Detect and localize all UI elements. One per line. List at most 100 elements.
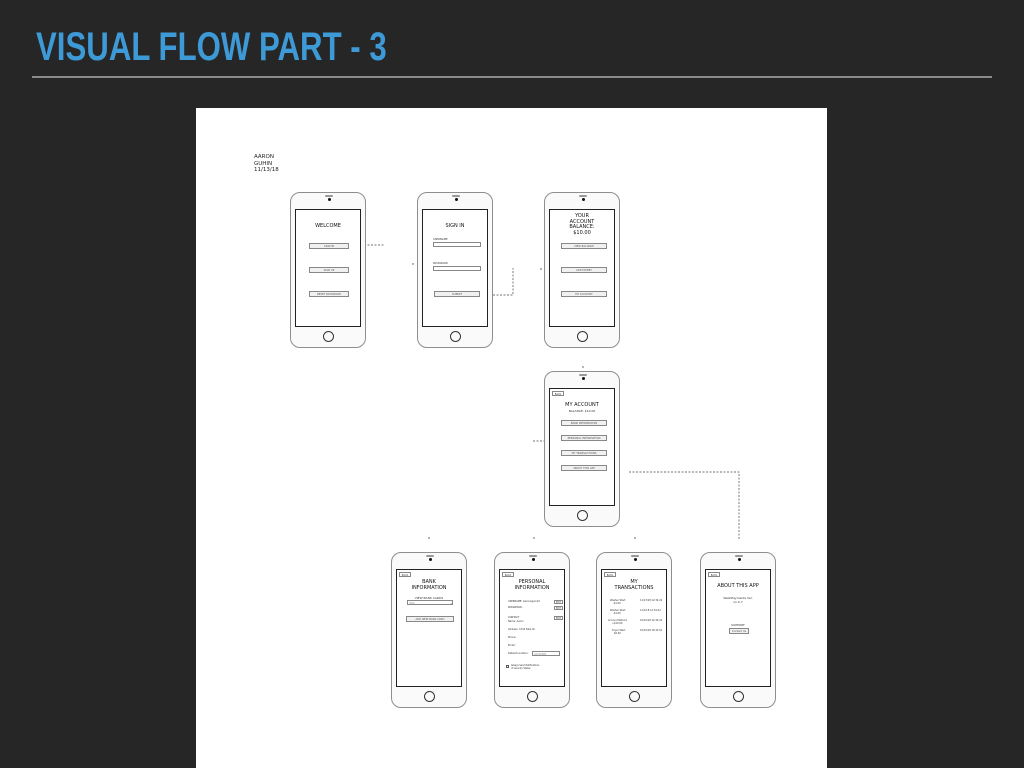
personal-information-button[interactable]: PERSONAL INFORMATION	[561, 435, 607, 441]
balance-title-line-2: ACCOUNT	[569, 218, 595, 225]
transaction-type: Washer Start	[610, 609, 626, 612]
password-value: PASSWORD:	[508, 606, 523, 609]
home-button	[323, 331, 334, 342]
connector-dot	[634, 537, 636, 539]
balance-screen: YOUR ACCOUNT BALANCE: $10.00 VIEW BALANC…	[549, 209, 615, 327]
phone-camera	[582, 198, 585, 201]
my-account-screen: BACK MY ACCOUNT BALANCE: $10.00 BANK INF…	[549, 388, 615, 506]
phone-sign-in: SIGN IN USERNAME PASSWORD SUBMIT	[417, 192, 493, 348]
add-money-button[interactable]: ADD MONEY	[561, 267, 607, 273]
title-divider	[32, 76, 992, 78]
name-value: Name: Aaron	[508, 620, 524, 623]
home-button	[577, 331, 588, 342]
username-value: USERNAME: AaronAguin22	[508, 600, 540, 603]
back-button[interactable]: BACK	[502, 572, 514, 577]
home-button	[450, 331, 461, 342]
phone-my-account: BACK MY ACCOUNT BALANCE: $10.00 BANK INF…	[544, 371, 620, 527]
transaction-type: Washer Start	[610, 599, 626, 602]
notifications-checkbox[interactable]	[506, 665, 509, 668]
transactions-title-line-1: MY	[630, 579, 638, 585]
home-button	[577, 510, 588, 521]
contact-label: CONTACT	[508, 616, 520, 619]
about-title: ABOUT THIS APP	[717, 583, 759, 589]
app-version-name: WashPayments Ver.	[723, 596, 753, 600]
phone-speaker	[631, 555, 639, 557]
transaction-type: Account Refund	[608, 619, 627, 622]
reset-password-button[interactable]: RESET PASSWORD	[309, 291, 349, 297]
username-label: USERNAME	[433, 238, 448, 241]
my-transactions-button[interactable]: MY TRANSACTIONS	[561, 450, 607, 456]
my-account-button[interactable]: MY ACCOUNT	[561, 291, 607, 297]
view-balance-button[interactable]: VIEW BALANCE	[561, 243, 607, 249]
phone-speaker	[452, 195, 460, 197]
edit-password-button[interactable]: EDIT	[554, 605, 563, 610]
address-value: Address: 1234 Fake St.	[508, 628, 536, 631]
bank-card-select[interactable]: VISA	[407, 600, 453, 605]
edit-username-button[interactable]: EDIT	[554, 599, 563, 604]
connector-about	[629, 471, 740, 540]
personal-title-line-2: INFORMATION	[514, 584, 550, 591]
submit-button[interactable]: SUBMIT	[434, 291, 480, 297]
about-this-app-screen: BACK ABOUT THIS APP WashPayments Ver. v1…	[705, 569, 771, 687]
transaction-date: 11/13/18 12:34:22	[640, 599, 663, 602]
phone-camera	[429, 558, 432, 561]
phone-camera	[738, 558, 741, 561]
sign-in-screen: SIGN IN USERNAME PASSWORD SUBMIT	[422, 209, 488, 327]
welcome-screen: WELCOME SIGN IN SIGN UP RESET PASSWORD	[295, 209, 361, 327]
phone-my-transactions: BACK MY TRANSACTIONS Washer Start -$1.00…	[596, 552, 672, 708]
phone-about-this-app: BACK ABOUT THIS APP WashPayments Ver. v1…	[700, 552, 776, 708]
username-input[interactable]	[433, 242, 481, 247]
account-balance-subtitle: BALANCE: $10.00	[568, 409, 596, 413]
phone-welcome: WELCOME SIGN IN SIGN UP RESET PASSWORD	[290, 192, 366, 348]
slide-title: VISUAL FLOW PART - 3	[36, 25, 387, 69]
my-account-title: MY ACCOUNT	[565, 402, 599, 408]
transaction-date: 10/10/18 12:34:22	[640, 619, 663, 622]
home-button	[424, 691, 435, 702]
phone-value: Phone:	[508, 636, 517, 639]
balance-title-line-3: BALANCE:	[569, 224, 595, 230]
phone-speaker	[579, 195, 587, 197]
home-button	[733, 691, 744, 702]
back-button[interactable]: BACK	[708, 572, 720, 577]
password-input[interactable]	[433, 266, 481, 271]
add-new-bank-card-button[interactable]: ADD NEW BANK CARD	[406, 616, 454, 622]
about-this-app-button[interactable]: ABOUT THIS APP	[561, 465, 607, 471]
bank-title-line-2: INFORMATION	[411, 584, 447, 591]
location-select[interactable]: LOCATION	[532, 650, 560, 656]
sign-in-button[interactable]: SIGN IN	[309, 243, 349, 249]
transaction-amount: -$1.00	[613, 602, 621, 605]
balance-title-line-1: YOUR	[575, 213, 589, 219]
view-bank-cards-label: VIEW BANK CARDS	[414, 596, 444, 600]
phone-speaker	[579, 374, 587, 376]
connector-dot	[540, 268, 542, 270]
back-button[interactable]: BACK	[399, 572, 411, 577]
back-button[interactable]: BACK	[552, 391, 564, 396]
home-button	[527, 691, 538, 702]
transaction-date: 11/1/18 12:34:22	[640, 609, 661, 612]
chevron-down-icon: ⌄	[450, 600, 453, 605]
phone-camera	[455, 198, 458, 201]
transaction-amount: $0.00	[614, 632, 621, 635]
support-label: SUPPORT	[731, 623, 745, 627]
phone-bank-information: BACK BANK INFORMATION VIEW BANK CARDS VI…	[391, 552, 467, 708]
contact-us-button[interactable]: Contact Us	[729, 628, 749, 634]
notifications-label-line-2: of Laundry Status	[511, 667, 531, 670]
my-transactions-screen: BACK MY TRANSACTIONS Washer Start -$1.00…	[601, 569, 667, 687]
phone-speaker	[426, 555, 434, 557]
wireframe-canvas: AARON GUHIN 11/13/18 WELCOME SIGN IN SIG…	[196, 108, 827, 768]
phone-balance: YOUR ACCOUNT BALANCE: $10.00 VIEW BALANC…	[544, 192, 620, 348]
bank-information-button[interactable]: BANK INFORMATION	[561, 420, 607, 426]
connector-dot	[582, 366, 584, 368]
phone-personal-information: BACK PERSONAL INFORMATION USERNAME: Aaro…	[494, 552, 570, 708]
sign-up-button[interactable]: SIGN UP	[309, 267, 349, 273]
edit-contact-button[interactable]: EDIT	[554, 616, 563, 620]
transactions-title-line-2: TRANSACTIONS	[614, 584, 654, 591]
app-version-number: v1.0.7	[733, 600, 743, 604]
author-date: 11/13/18	[254, 167, 279, 173]
phone-camera	[582, 377, 585, 380]
bank-title-line-1: BANK	[422, 579, 436, 585]
transaction-type: Dryer Start	[612, 629, 626, 632]
back-button[interactable]: BACK	[604, 572, 616, 577]
home-button	[629, 691, 640, 702]
phone-camera	[532, 558, 535, 561]
